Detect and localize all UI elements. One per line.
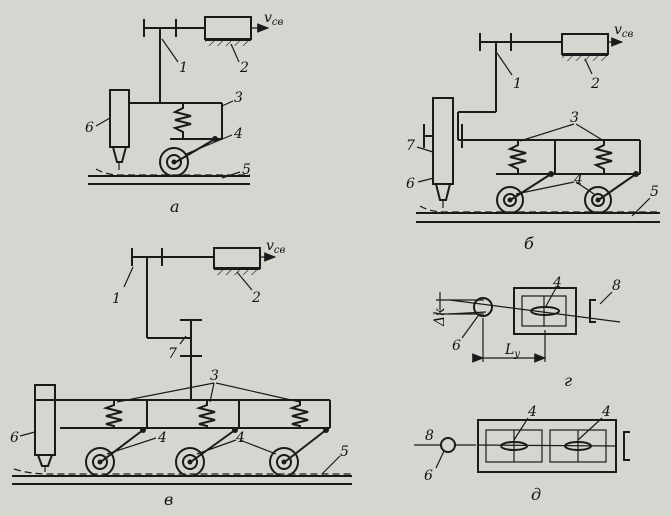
label-7-b: 7 bbox=[406, 138, 415, 154]
label-1-b: 1 bbox=[513, 76, 522, 92]
drive-2-b bbox=[561, 33, 609, 55]
spring-3-v2 bbox=[195, 400, 216, 428]
clamp-7-b bbox=[423, 124, 463, 148]
wheel-4-b1 bbox=[496, 186, 524, 214]
cart-g bbox=[513, 287, 577, 335]
caption-b: б bbox=[524, 234, 534, 253]
label-6-g: 6 bbox=[452, 338, 461, 354]
label-5-v: 5 bbox=[340, 444, 349, 460]
label-4-d1: 4 bbox=[527, 404, 537, 420]
label-3-a: 3 bbox=[234, 90, 243, 106]
label-3-b: 3 bbox=[570, 110, 579, 126]
wheel-4-a bbox=[159, 147, 189, 177]
caption-a: а bbox=[170, 197, 180, 216]
spring-3-v3 bbox=[288, 400, 309, 428]
caption-d: д bbox=[531, 485, 541, 504]
label-4-b: 4 bbox=[573, 172, 583, 188]
torch-6-v bbox=[34, 384, 56, 472]
delta-k-label: Δk bbox=[432, 307, 448, 327]
torch-6-a bbox=[109, 89, 130, 170]
label-8-d: 8 bbox=[425, 428, 434, 444]
scheme-b: vсв bbox=[406, 22, 660, 253]
label-7-v: 7 bbox=[168, 346, 177, 362]
label-4-a: 4 bbox=[233, 126, 243, 142]
wheel-4-v2 bbox=[175, 447, 205, 477]
spring-3-b1 bbox=[507, 140, 527, 174]
torch-6-d bbox=[440, 437, 456, 453]
label-6-a: 6 bbox=[85, 120, 94, 136]
spring-3-a bbox=[172, 103, 192, 139]
spring-3-b2 bbox=[593, 140, 613, 174]
label-4-v2: 4 bbox=[235, 430, 245, 446]
label-5-b: 5 bbox=[650, 184, 659, 200]
label-2-v: 2 bbox=[251, 290, 261, 306]
scheme-v: vсв bbox=[10, 238, 352, 509]
torch-6-g bbox=[473, 297, 493, 317]
label-1-a: 1 bbox=[179, 60, 188, 76]
speed-label-b: vсв bbox=[614, 22, 634, 40]
speed-label-v: vсв bbox=[266, 238, 286, 256]
drive-2-v bbox=[213, 247, 261, 269]
label-6-v: 6 bbox=[10, 430, 19, 446]
label-3-v: 3 bbox=[210, 368, 219, 384]
label-2-a: 2 bbox=[239, 60, 249, 76]
label-1-v: 1 bbox=[112, 291, 121, 307]
torch-6-b bbox=[432, 97, 454, 208]
label-4-d2: 4 bbox=[601, 404, 611, 420]
label-6-b: 6 bbox=[406, 176, 415, 192]
speed-label-a: vсв bbox=[264, 10, 284, 28]
label-2-b: 2 bbox=[590, 76, 600, 92]
label-4-g: 4 bbox=[552, 275, 562, 291]
wheel-4-v3 bbox=[269, 447, 299, 477]
caption-v: в bbox=[164, 490, 173, 509]
label-5-a: 5 bbox=[242, 162, 251, 178]
scheme-d: 4 4 8 6 д bbox=[414, 404, 630, 504]
wheel-4-v1 bbox=[85, 447, 115, 477]
scheme-g: Δk Lу 4 8 6 г bbox=[432, 275, 621, 390]
caption-g: г bbox=[564, 371, 572, 390]
label-6-d: 6 bbox=[424, 468, 433, 484]
scheme-a: vсв bbox=[85, 10, 284, 216]
label-4-v1: 4 bbox=[157, 430, 167, 446]
spring-3-v1 bbox=[102, 400, 123, 428]
label-8-g: 8 bbox=[612, 278, 621, 294]
ly-label: Lу bbox=[504, 342, 520, 360]
drive-2-a bbox=[204, 16, 252, 40]
